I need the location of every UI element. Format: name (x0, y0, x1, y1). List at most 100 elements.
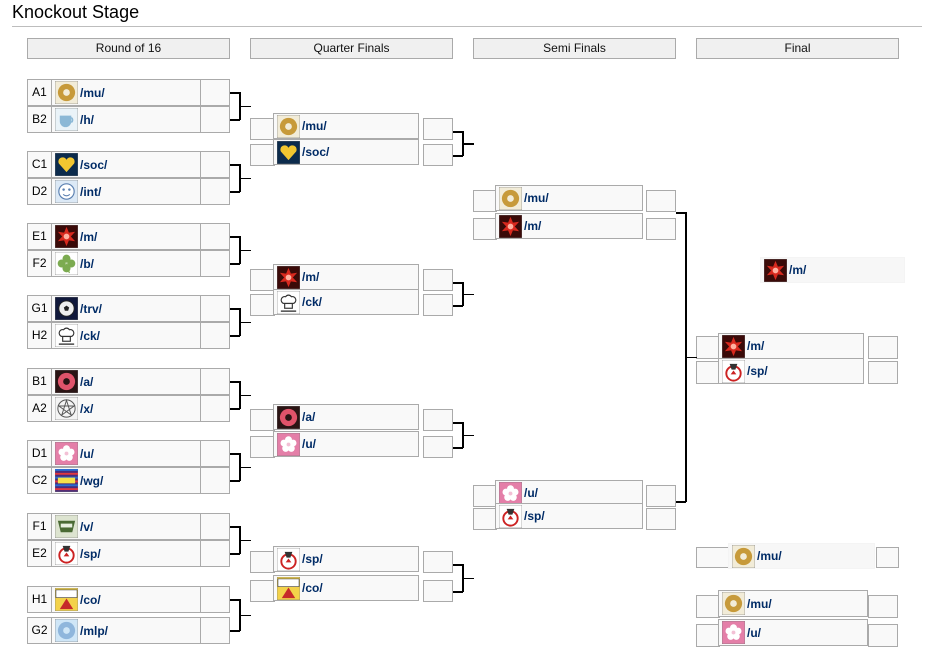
team-cell[interactable]: /h/ (51, 106, 201, 133)
score-box (200, 467, 230, 494)
team-name[interactable]: /m/ (302, 270, 320, 284)
team-name[interactable]: /sp/ (524, 509, 545, 523)
team-name[interactable]: /a/ (302, 410, 316, 424)
team-cell[interactable]: /soc/ (273, 139, 419, 165)
team-cell[interactable]: /mlp/ (51, 617, 201, 644)
team-name[interactable]: /sp/ (302, 552, 323, 566)
clover-icon (55, 252, 78, 275)
team-cell[interactable]: /mu/ (718, 590, 868, 617)
score-box (473, 485, 497, 507)
team-cell[interactable]: /u/ (273, 431, 419, 457)
team-cell[interactable]: /a/ (273, 404, 419, 430)
team-cell[interactable]: /u/ (495, 480, 643, 506)
team-cell[interactable]: /x/ (51, 395, 201, 422)
team-cell[interactable]: /m/ (718, 333, 864, 359)
team-cell[interactable]: /u/ (718, 619, 868, 646)
red-crest-icon (722, 359, 745, 383)
team-cell[interactable]: /co/ (273, 575, 419, 601)
team-name[interactable]: /v/ (80, 519, 94, 534)
anime-girl-icon (55, 370, 78, 393)
team-name[interactable]: /u/ (80, 446, 94, 461)
seed-label: A1 (27, 79, 52, 106)
team-cell[interactable]: /int/ (51, 178, 201, 205)
sakura-flower-icon (499, 481, 522, 505)
team-name[interactable]: /m/ (524, 219, 542, 233)
team-name[interactable]: /mu/ (747, 596, 772, 611)
team-name[interactable]: /mu/ (80, 85, 105, 100)
team-cell[interactable]: /u/ (51, 440, 201, 467)
team-cell[interactable]: /m/ (760, 257, 905, 283)
team-name[interactable]: /co/ (80, 592, 101, 607)
team-name[interactable]: /sp/ (80, 546, 101, 561)
bracket-connector (462, 293, 474, 295)
team-cell[interactable]: /sp/ (273, 546, 419, 572)
team-cell[interactable]: /sp/ (51, 540, 201, 567)
team-cell[interactable]: /soc/ (51, 151, 201, 178)
score-box (200, 151, 230, 178)
team-cell[interactable]: /m/ (273, 264, 419, 290)
team-name[interactable]: /u/ (747, 625, 761, 640)
team-cell[interactable]: /ck/ (273, 289, 419, 315)
bracket-connector (453, 131, 463, 133)
team-name[interactable]: /co/ (302, 581, 323, 595)
team-cell[interactable]: /wg/ (51, 467, 201, 494)
team-name[interactable]: /trv/ (80, 301, 103, 316)
bracket-connector (230, 480, 240, 482)
seed-label: B1 (27, 368, 52, 395)
team-name[interactable]: /x/ (80, 401, 94, 416)
bracket-connector (239, 177, 251, 179)
team-name[interactable]: /soc/ (302, 145, 330, 159)
team-name[interactable]: /m/ (789, 263, 807, 277)
team-cell[interactable]: /ck/ (51, 322, 201, 349)
score-box (868, 595, 898, 618)
team-cell[interactable]: /mu/ (728, 543, 875, 569)
pentagram-icon (55, 397, 78, 420)
bracket-connector (453, 155, 463, 157)
team-cell[interactable]: /trv/ (51, 295, 201, 322)
team-name[interactable]: /u/ (524, 486, 538, 500)
team-name[interactable]: /sp/ (747, 364, 768, 378)
team-name[interactable]: /mu/ (302, 119, 327, 133)
bracket-connector (230, 191, 240, 193)
team-cell[interactable]: /m/ (51, 223, 201, 250)
seed-label: C1 (27, 151, 52, 178)
team-name[interactable]: /mu/ (757, 549, 782, 563)
team-name[interactable]: /m/ (747, 339, 765, 353)
team-cell[interactable]: /b/ (51, 250, 201, 277)
team-name[interactable]: /h/ (80, 112, 94, 127)
comics-cartoons-icon (277, 576, 300, 600)
team-cell[interactable]: /m/ (495, 213, 643, 239)
team-cell[interactable]: /co/ (51, 586, 201, 613)
team-name[interactable]: /u/ (302, 437, 316, 451)
bracket-connector (230, 381, 240, 383)
score-box (250, 144, 275, 166)
score-box (200, 250, 230, 277)
title-divider (12, 26, 922, 27)
team-name[interactable]: /wg/ (80, 473, 104, 488)
team-name[interactable]: /soc/ (80, 157, 108, 172)
team-name[interactable]: /ck/ (302, 295, 323, 309)
bracket-connector (676, 501, 686, 503)
score-box (868, 336, 898, 359)
team-name[interactable]: /ck/ (80, 328, 101, 343)
blue-face-icon (55, 180, 78, 203)
team-name[interactable]: /mu/ (524, 191, 549, 205)
team-cell[interactable]: /a/ (51, 368, 201, 395)
bracket-connector (462, 143, 474, 145)
music-disc-icon (277, 114, 300, 138)
bracket-connector (230, 236, 240, 238)
team-cell[interactable]: /v/ (51, 513, 201, 540)
team-cell[interactable]: /sp/ (495, 503, 643, 529)
team-name[interactable]: /b/ (80, 256, 94, 271)
team-name[interactable]: /mlp/ (80, 623, 109, 638)
team-name[interactable]: /a/ (80, 374, 94, 389)
team-cell[interactable]: /sp/ (718, 358, 864, 384)
bracket-connector (676, 212, 686, 214)
team-cell[interactable]: /mu/ (273, 113, 419, 139)
score-box (200, 617, 230, 644)
team-name[interactable]: /int/ (80, 184, 102, 199)
score-box (200, 106, 230, 133)
team-name[interactable]: /m/ (80, 229, 98, 244)
team-cell[interactable]: /mu/ (51, 79, 201, 106)
team-cell[interactable]: /mu/ (495, 185, 643, 211)
